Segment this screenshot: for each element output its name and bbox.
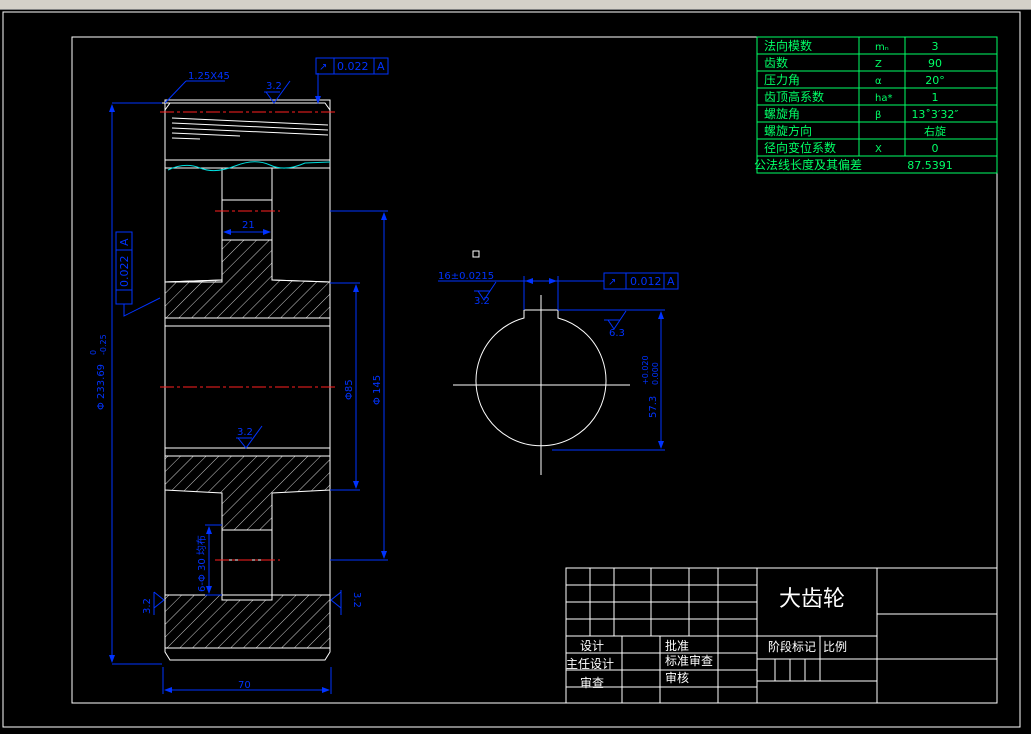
table-row-label: 齿数 <box>764 55 788 70</box>
tolerance-key-datum: A <box>667 275 675 288</box>
table-row-symbol: ha* <box>875 93 892 104</box>
bore-diameter-label: Φ85 <box>344 379 355 400</box>
width-label: 70 <box>238 680 251 691</box>
table-row-value: 3 <box>932 40 939 53</box>
table-row-label: 螺旋方向 <box>764 123 812 138</box>
key-dev-upper: +0.020 <box>641 355 650 385</box>
roughness-mid: 3.2 <box>237 427 253 438</box>
label-audit: 审核 <box>665 670 689 685</box>
centerlines <box>160 111 335 561</box>
table-row-value: 13˚3′32″ <box>911 108 958 121</box>
hatch-top-rim <box>164 99 331 161</box>
keyway-dimensions <box>438 272 679 451</box>
label-review: 审查 <box>580 675 604 690</box>
gear-parameter-table: 法向模数 mₙ 3 齿数 Z 90 压力角 α 20° 齿顶高系数 ha* 1 螺旋角 β 13˚3′32″… <box>754 36 998 174</box>
roughness-top: 3.2 <box>266 81 282 92</box>
table-row-value: 0 <box>932 142 939 155</box>
tolerance-key-symbol: ↗ <box>608 277 616 288</box>
table-row-symbol: mₙ <box>875 42 889 53</box>
roughness-key-top: 6.3 <box>609 328 625 339</box>
table-row-value: 右旋 <box>924 124 946 138</box>
roughness-left: 3.2 <box>142 598 153 614</box>
gear-outline <box>164 102 331 661</box>
bore-circle-with-keyway <box>475 309 607 447</box>
hatch-lower-web <box>164 455 331 531</box>
table-row-value: 1 <box>932 91 939 104</box>
table-row-symbol: α <box>875 76 882 87</box>
tolerance-top-datum: A <box>377 60 385 73</box>
roughness-keyway: 3.2 <box>474 296 490 307</box>
table-row-value: 87.5391 <box>907 159 953 172</box>
table-row-value: 90 <box>928 57 942 70</box>
tolerance-top-symbol: ↗ <box>319 62 327 73</box>
title-block <box>565 567 998 704</box>
table-row-label: 压力角 <box>764 73 800 87</box>
hatch-bottom-rim <box>164 594 331 649</box>
hatch-upper-web <box>164 239 331 319</box>
dimension-lines <box>109 57 389 694</box>
roughness-right: 3.2 <box>351 592 362 608</box>
tolerance-top-value: 0.022 <box>337 60 369 73</box>
outer-dev-lower: -0.25 <box>99 334 108 355</box>
drawing-frame <box>71 36 998 704</box>
holes-label: 6-Φ 30 均布 <box>196 535 208 592</box>
label-standard-review: 标准审查 <box>665 653 713 668</box>
toolbar-strip <box>0 0 1031 10</box>
label-scale: 比例 <box>823 640 847 654</box>
outer-frame <box>2 11 1021 728</box>
table-row-symbol: Z <box>875 59 882 70</box>
key-dev-lower: 0.000 <box>651 362 660 385</box>
drawing-canvas[interactable]: 法向模数 mₙ 3 齿数 Z 90 压力角 α 20° 齿顶高系数 ha* 1 螺旋角 β 13˚3′32″… <box>0 9 1031 734</box>
table-row-label: 齿顶高系数 <box>764 89 824 104</box>
keyway-width-label: 16±0.0215 <box>438 271 494 282</box>
table-row-value: 20° <box>925 74 945 87</box>
label-chief-design: 主任设计 <box>566 657 614 671</box>
table-row-symbol: β <box>875 110 881 121</box>
hub-width-label: 21 <box>242 220 255 231</box>
label-stage-mark: 阶段标记 <box>768 639 816 654</box>
tolerance-left-datum: A <box>118 238 131 246</box>
outer-diameter-label: Φ 233.69 <box>96 364 107 410</box>
table-row-symbol: X <box>875 144 882 155</box>
hatch-upper-rim <box>164 167 223 283</box>
hub-diameter-label: Φ 145 <box>372 375 383 405</box>
table-row-label: 径向变位系数 <box>764 140 836 155</box>
gear-section-view <box>160 99 331 661</box>
part-name: 大齿轮 <box>779 587 845 612</box>
table-row-label: 螺旋角 <box>764 107 800 121</box>
gear-tooth-root-line <box>167 161 331 172</box>
tolerance-key-value: 0.012 <box>630 275 662 288</box>
key-depth-label: 57.3 <box>648 396 659 418</box>
chamfer-label: 1.25X45 <box>188 71 230 82</box>
hub-end-view <box>453 250 630 475</box>
label-approve: 批准 <box>665 638 689 653</box>
table-row-label: 公法线长度及其偏差 <box>754 157 862 172</box>
tolerance-left-value: 0.022 <box>118 256 131 288</box>
outer-dev-upper: 0 <box>89 350 98 355</box>
table-row-label: 法向模数 <box>764 38 812 53</box>
label-design: 设计 <box>580 639 604 653</box>
